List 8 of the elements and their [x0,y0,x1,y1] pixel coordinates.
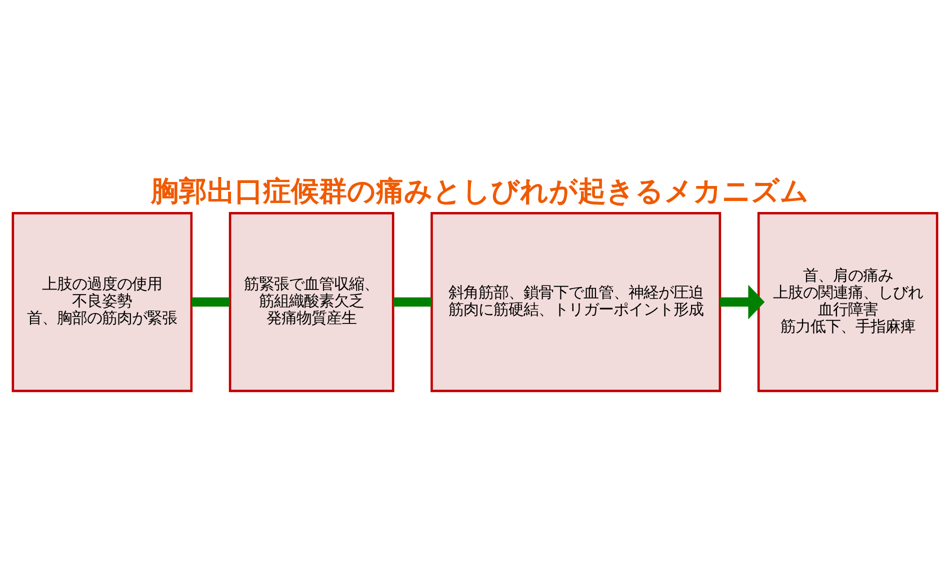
node-box: 斜角筋部、鎖骨下で血管、神経が圧迫 筋肉に筋硬結、トリガーポイント形成 [430,212,722,392]
arrow [720,284,765,319]
node-box: 筋緊張で血管収縮、 筋組織酸素欠乏 発痛物質産生 [228,212,394,392]
node-box: 首、肩の痛み 上肢の関連痛、しびれ 血行障害 筋力低下、手指麻痺 [757,212,938,392]
connector [393,296,432,306]
node-box: 上肢の過度の使用 不良姿勢 首、胸部の筋肉が緊張 [12,212,193,392]
diagram-title: 胸郭出口症候群の痛みとしびれが起きるメカニズム [150,174,809,208]
connector [192,296,230,306]
